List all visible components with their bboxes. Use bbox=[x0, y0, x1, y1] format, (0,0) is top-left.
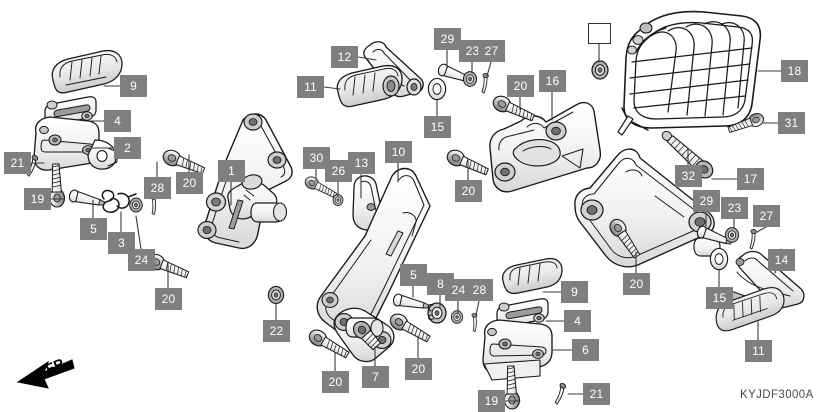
part-1-step-bracket-left bbox=[197, 113, 293, 250]
callout-part-20[interactable]: 20 bbox=[623, 273, 650, 295]
callout-part-14[interactable]: 14 bbox=[768, 249, 795, 271]
part-22-lock-nut bbox=[267, 285, 285, 305]
part-9-step-rubber-left bbox=[51, 49, 123, 94]
callout-part-29[interactable]: 29 bbox=[434, 28, 461, 50]
callout-part-15[interactable]: 15 bbox=[706, 287, 733, 309]
callout-part-31[interactable]: 31 bbox=[778, 112, 805, 134]
front-direction-marker: FR. bbox=[12, 352, 92, 405]
callout-part-11[interactable]: 11 bbox=[745, 340, 772, 362]
part-27-cotter-pin-lower bbox=[745, 228, 758, 250]
callout-part-4[interactable]: 4 bbox=[104, 110, 131, 132]
part-24-washer-left bbox=[129, 197, 143, 213]
part-7-pivot-bolt bbox=[352, 320, 381, 351]
part-4-step-plate-lower bbox=[496, 298, 549, 328]
callout-part-7[interactable]: 7 bbox=[362, 366, 389, 388]
callout-part-20[interactable]: 20 bbox=[176, 172, 203, 194]
callout-part-28[interactable]: 28 bbox=[466, 279, 493, 301]
callout-part-32[interactable]: 32 bbox=[675, 165, 702, 187]
callout-part-18[interactable]: 18 bbox=[781, 60, 808, 82]
callout-part-21[interactable]: 21 bbox=[4, 152, 31, 174]
front-direction-label: FR. bbox=[43, 353, 70, 376]
callout-part-2[interactable]: 2 bbox=[114, 137, 141, 159]
part-20-flange-bolt-g bbox=[386, 310, 433, 347]
callout-part-20[interactable]: 20 bbox=[322, 371, 349, 393]
leader-line-27 bbox=[756, 226, 767, 233]
part-20-flange-bolt-c bbox=[490, 92, 537, 126]
part-18-rear-carrier-rack bbox=[617, 10, 762, 136]
callout-part-13[interactable]: 13 bbox=[348, 152, 375, 174]
callout-part-10[interactable]: 10 bbox=[385, 141, 412, 163]
part-8-spring-assembly bbox=[427, 302, 447, 324]
callout-part-12[interactable]: 12 bbox=[331, 46, 358, 68]
callout-part-16[interactable]: 16 bbox=[539, 70, 566, 92]
callout-leader-lines bbox=[30, 43, 782, 402]
callout-part-27[interactable]: 27 bbox=[753, 205, 780, 227]
callout-part-20[interactable]: 20 bbox=[155, 288, 182, 310]
part-2-step-holder-left bbox=[33, 116, 118, 171]
callout-part-27[interactable]: 27 bbox=[478, 40, 505, 62]
part-21-cotter-pin-lower bbox=[550, 382, 568, 405]
part-23-washer-top bbox=[462, 71, 478, 87]
part-16-step-bracket-right-upper bbox=[489, 101, 602, 193]
drawing-number-watermark: KYJDF3000A bbox=[740, 389, 814, 401]
callout-part-5[interactable]: 5 bbox=[400, 264, 427, 286]
part-9-step-rubber-lower bbox=[501, 257, 563, 295]
leader-line-27 bbox=[486, 61, 492, 77]
callout-part-22[interactable]: 22 bbox=[263, 320, 290, 342]
callout-part-20[interactable]: 20 bbox=[405, 358, 432, 380]
part-23-washer-lower bbox=[724, 227, 740, 243]
leader-line-12 bbox=[357, 56, 377, 61]
callout-part-4[interactable]: 4 bbox=[564, 310, 591, 332]
part-blank-nut bbox=[591, 60, 609, 80]
callout-part-5[interactable]: 5 bbox=[80, 218, 107, 240]
callout-part-20[interactable]: 20 bbox=[507, 75, 534, 97]
callout-part-3[interactable]: 3 bbox=[108, 232, 135, 254]
leader-line-24 bbox=[135, 215, 142, 250]
part-3-return-spring bbox=[101, 189, 137, 213]
callout-part-28[interactable]: 28 bbox=[144, 177, 171, 199]
callout-part-29[interactable]: 29 bbox=[693, 190, 720, 212]
part-5-pivot-pin-left bbox=[67, 188, 107, 210]
callout-part-30[interactable]: 30 bbox=[303, 147, 330, 169]
callout-part-26[interactable]: 26 bbox=[325, 160, 352, 182]
callout-part-19[interactable]: 19 bbox=[24, 188, 51, 210]
callout-part-9[interactable]: 9 bbox=[561, 281, 588, 303]
callout-part-24[interactable]: 24 bbox=[128, 249, 155, 271]
part-11-pedal-rubber-left bbox=[336, 64, 403, 108]
callout-part-17[interactable]: 17 bbox=[737, 168, 764, 190]
part-27-cotter-pin-top bbox=[477, 72, 490, 94]
callout-part-19[interactable]: 19 bbox=[478, 390, 505, 412]
callout-blank[interactable] bbox=[588, 23, 611, 44]
part-15-collar-top bbox=[427, 77, 447, 101]
part-5-pivot-pin-bottom bbox=[391, 292, 431, 313]
callout-part-24[interactable]: 24 bbox=[445, 279, 472, 301]
part-20-flange-bolt-d bbox=[444, 146, 491, 180]
callout-part-21[interactable]: 21 bbox=[583, 383, 610, 405]
callout-part-23[interactable]: 23 bbox=[721, 197, 748, 219]
leader-line-11 bbox=[323, 86, 341, 90]
leader-line-28 bbox=[475, 300, 480, 316]
callout-part-6[interactable]: 6 bbox=[572, 339, 599, 361]
callout-part-9[interactable]: 9 bbox=[120, 75, 147, 97]
part-28-spring-pin-bottom bbox=[469, 312, 479, 333]
callout-part-20[interactable]: 20 bbox=[455, 180, 482, 202]
part-15-collar-lower bbox=[709, 247, 729, 271]
callout-part-1[interactable]: 1 bbox=[218, 160, 245, 182]
part-6-step-holder-lower bbox=[482, 319, 553, 381]
part-24-washer-bottom bbox=[450, 310, 464, 324]
callout-part-11[interactable]: 11 bbox=[297, 76, 324, 98]
callout-part-15[interactable]: 15 bbox=[424, 116, 451, 138]
